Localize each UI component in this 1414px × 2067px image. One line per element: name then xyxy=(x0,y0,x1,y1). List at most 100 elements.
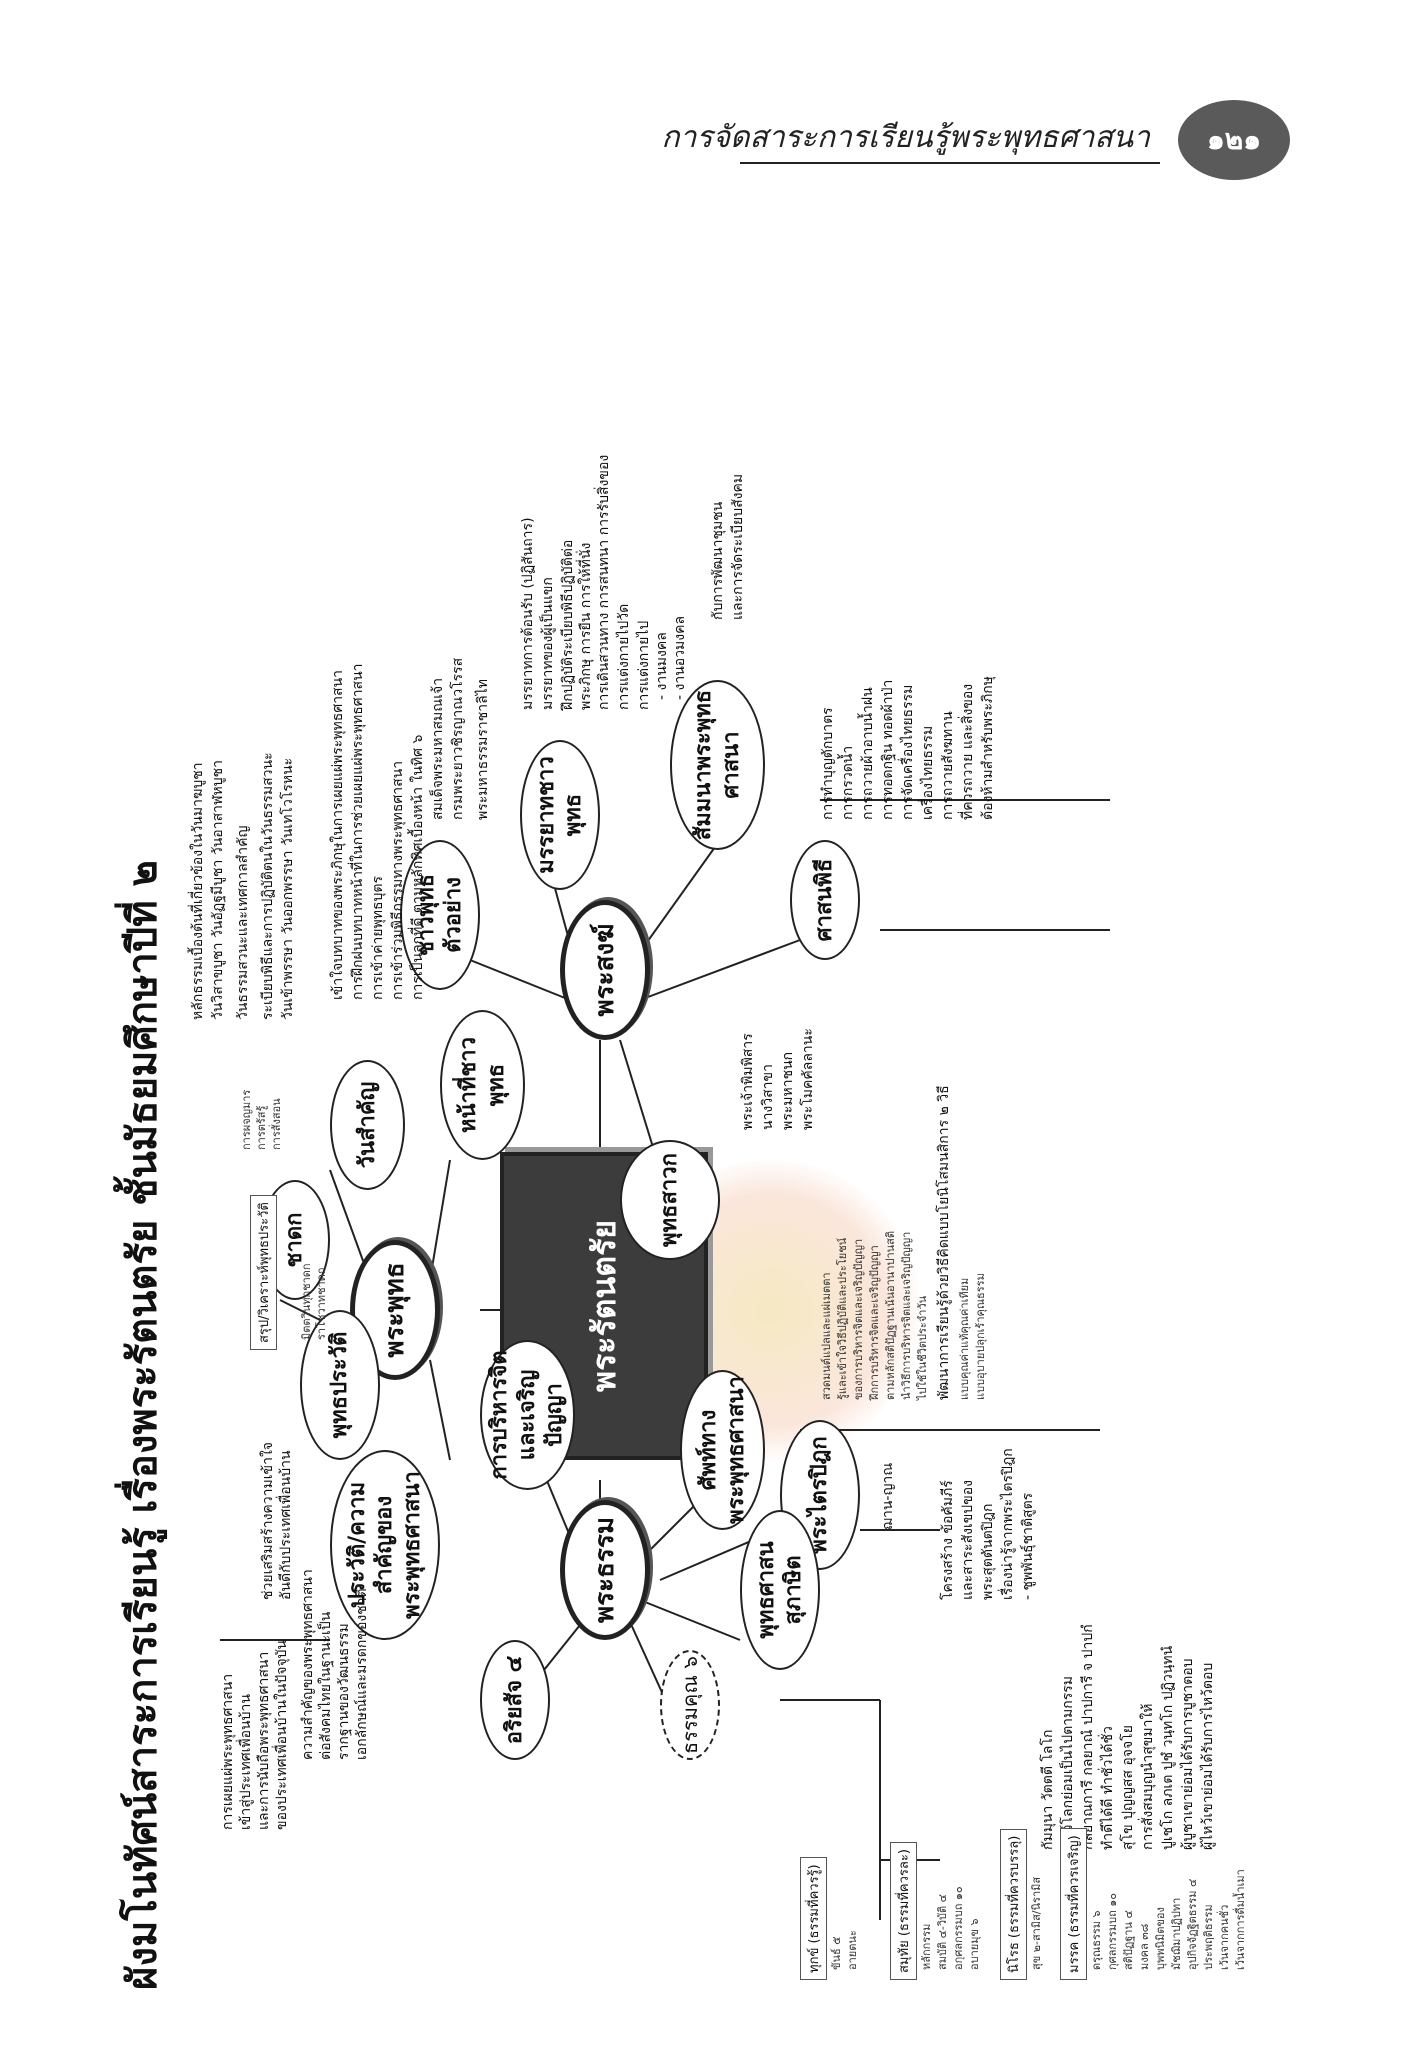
truth-item: สมบัติ ๔-วิบัติ ๔ xyxy=(936,1893,949,1970)
history-item: อันดีกับประเทศเพื่อนบ้าน xyxy=(278,1450,294,1600)
tipitaka-item: - ชูพพันธุ์ชาติสูตร xyxy=(1020,1492,1036,1600)
dhamma-qualities-node: ธรรมคุณ ๖ xyxy=(660,1650,720,1760)
rituals-node: ศาสนพิธี xyxy=(790,840,860,960)
page-header: การจัดสาระการเรียนรู้พระพุทธศาสนา ๑๒๑ xyxy=(661,100,1300,190)
truth-item: กุศลกรรมบถ ๑๐ xyxy=(1106,1893,1119,1970)
duty-item: การเข้าร่วมพิธีกรรมทางพระพุทธศาสนา xyxy=(390,760,406,1000)
buddhist-manners-node: มรรยาทชาวพุทธ xyxy=(520,740,600,890)
manners-item: - งานอวมงคล xyxy=(672,615,688,700)
biography-item: การตรัสรู้ xyxy=(255,1105,268,1150)
meditation-item: สวดมนต์แปลและแผ่เมตตา xyxy=(820,1272,833,1400)
buddhist-seminar-node: สัมมนาพระพุทธศาสนา xyxy=(670,680,765,850)
truth-item: ขันธ์ ๕ xyxy=(830,1936,843,1970)
holiday-item: ระเบียบพิธีและการปฏิบัติตนในวันธรรมสวนะ xyxy=(260,752,276,1020)
meditation-item: ตามหลักสติปัฏฐานเน้นอานาปานสติ xyxy=(884,1230,897,1400)
header-rule xyxy=(740,162,1160,164)
history-item: เอกลักษณ์และมรดกของชาติ xyxy=(354,1588,370,1760)
meditation-item: แบบคุณค่าแท้คุณค่าเทียม xyxy=(958,1277,971,1400)
ceremony-item: เครื่องไทยธรรม xyxy=(920,725,936,820)
history-item: เข้าสู่ประเทศเพื่อนบ้าน xyxy=(238,1694,254,1830)
duty-item: การเข้าค่ายพุทธบุตร xyxy=(370,875,386,1000)
proverb-item: กัมมุนา วัตตตี โลโก xyxy=(1040,1729,1056,1851)
jataka-item: มิตตวินทุกชาดก xyxy=(300,1263,313,1340)
biography-item: การสั่งสอน xyxy=(270,1098,283,1150)
ceremony-item: การกรวดน้ำ xyxy=(840,745,856,820)
dhamma-node: พระธรรม xyxy=(560,1500,650,1640)
truth-item: เว้นจากการดื่มน้ำเมา xyxy=(1234,1869,1247,1970)
disciple-item: พระโมคคัลลานะ xyxy=(800,1028,816,1130)
ceremony-item: การจัดเครื่องไทยธรรม xyxy=(900,684,916,820)
disciple-item: นางวิสาขา xyxy=(760,1064,776,1130)
example-item: กรมพระยาวชิรญาณวโรรส xyxy=(450,657,466,820)
vocab-item: ฌาน-ญาณ xyxy=(880,1462,896,1530)
meditation-node: การบริหารจิตและเจริญปัญญา xyxy=(480,1340,575,1490)
truth-item: อุปกิจจัฏฐิตธรรม ๔ xyxy=(1186,1878,1199,1970)
example-item: พระมหาธรรมราชาลิไท xyxy=(475,679,491,820)
truth-item: อบายมุข ๖ xyxy=(968,1918,981,1970)
truth-path-box: มรรค (ธรรมที่ควรเจริญ) xyxy=(1060,1828,1087,1980)
holiday-item: หลักธรรมเบื้องต้นที่เกี่ยวข้องในวันมาฆบู… xyxy=(190,762,206,1020)
example-item: สมเด็จพระมหาสมณเจ้า xyxy=(430,677,446,820)
proverb-item: กลยาณการี กลยาณํ ปาปการี จ ปาปกํ xyxy=(1080,1624,1096,1850)
history-item: การเผยแผ่พระพุทธศาสนา xyxy=(220,1673,236,1830)
holiday-item: วันธรรมสวนะและเทศกาลสำคัญ xyxy=(235,825,251,1020)
manners-item: - งานมงคล xyxy=(654,632,670,700)
duty-item: การฝึกฝนบทบาทหน้าที่ในการช่วยเผยแผ่พระพุ… xyxy=(350,663,366,1000)
sangha-node: พระสงฆ์ xyxy=(560,900,650,1040)
jataka-item: ราโชวาทชาดก xyxy=(315,1267,328,1340)
proverb-item: การสั่งสมบุญนำสุขมาให้ xyxy=(1140,1703,1156,1850)
center-label: พระรัตนตรัย xyxy=(584,1219,623,1393)
disciples-node: พุทธสาวก xyxy=(620,1140,720,1260)
truth-item: อกุศลกรรมบถ ๑๐ xyxy=(952,1886,965,1970)
history-item: ของประเทศเพื่อนบ้านในปัจจุบัน xyxy=(274,1639,290,1830)
truth-item: บุพพนิมิตของ xyxy=(1154,1907,1167,1970)
holiday-item: วันวิสาขบูชา วันอัฏฐมีบูชา วันอาสาฬหบูชา xyxy=(210,759,226,1020)
truth-item: ประพฤติธรรม xyxy=(1202,1904,1215,1970)
truth-item: หลักกรรม xyxy=(920,1923,933,1970)
holiday-item: วันเข้าพรรษา วันออกพรรษา วันเทโวโรหนะ xyxy=(280,757,296,1020)
disciple-item: พระมหาชนก xyxy=(780,1051,796,1130)
proverb-item: สัตว์โลกย่อมเป็นไปตามกรรม xyxy=(1060,1675,1076,1850)
truth-item: เว้นจากคนชั่ว xyxy=(1218,1904,1231,1970)
header-title: การจัดสาระการเรียนรู้พระพุทธศาสนา xyxy=(661,120,1150,155)
tipitaka-item: และสาระสังเขปของ xyxy=(960,1479,976,1600)
ceremony-item: การถวายผ้าอาบน้ำฝน xyxy=(860,687,876,820)
truth-item: ดรุณธรรม ๖ xyxy=(1090,1910,1103,1970)
meditation-item: ฝึกการบริหารจิตและเจริญปัญญา xyxy=(868,1245,881,1400)
ceremony-item: การถวายสังฆทาน xyxy=(940,711,956,820)
ceremony-item: ต้องห้ามสำหรับพระภิกษุ xyxy=(980,676,996,820)
buddhist-duties-node: หน้าที่ชาวพุทธ xyxy=(440,1010,525,1160)
truth-cessation-box: นิโรธ (ธรรมที่ควรบรรลุ) xyxy=(1000,1828,1027,1980)
manners-item: มรรยาทของผู้เป็นแขก xyxy=(540,577,556,710)
concept-map: ผังมโนทัศน์สาระการเรียนรู้ เรื่องพระรัตน… xyxy=(100,200,1320,2000)
page-number: ๑๒๑ xyxy=(1206,123,1261,156)
buddhist-vocabulary-node: ศัพท์ทางพระพุทธศาสนา xyxy=(680,1370,765,1530)
ceremony-item: การทำบุญตักบาตร xyxy=(820,707,836,820)
truth-item: มงคล ๓๘ xyxy=(1138,1923,1151,1970)
truth-item: มัชฌิมาปฏิปทา xyxy=(1170,1897,1183,1970)
four-noble-truths-node: อริยสัจ ๔ xyxy=(480,1640,550,1760)
manners-item: การแต่งกายไป xyxy=(636,620,652,710)
history-item: ต่อสังคมไทยในฐานะเป็น xyxy=(318,1611,334,1760)
diagram-title: ผังมโนทัศน์สาระการเรียนรู้ เรื่องพระรัตน… xyxy=(119,860,166,1990)
manners-item: ฝึกปฏิบัติระเบียบพิธีปฏิบัติต่อ xyxy=(560,539,576,710)
manners-item: มรรยาทการต้อนรับ (ปฏิสันถาร) xyxy=(520,517,536,710)
proverbs-node: พุทธศาสนสุภาษิต xyxy=(740,1510,820,1670)
meditation-item: นำวิธีการบริหารจิตและเจริญปัญญา xyxy=(900,1231,913,1400)
tipitaka-item: เรื่องน่ารู้จากพระไตรปิฎก xyxy=(1000,1448,1016,1600)
ceremony-item: ที่ควรถวาย และสิ่งของ xyxy=(960,683,976,820)
page-number-badge: ๑๒๑ xyxy=(1178,100,1290,180)
manners-item: การเดินสวนทาง การสนทนา การรับสิ่งของ xyxy=(596,454,612,710)
tipitaka-item: พระสุตตันตปิฎก xyxy=(980,1503,996,1600)
meditation-item: ไปใช้ในชีวิตประจำวัน xyxy=(916,1295,929,1400)
duty-item: เข้าใจบทบาทของพระภิกษุในการเผยแผ่พระพุทธ… xyxy=(330,669,346,1000)
biography-box: สรุป/วิเคราะห์พุทธประวัติ xyxy=(250,1195,277,1350)
truth-item: สุข ๒-สามิส/นิรามิส xyxy=(1030,1876,1043,1970)
proverb-item: ปูเชโก ลภเต ปูชํ วนฺทโก ปฏิวนฺทนํ xyxy=(1160,1645,1176,1850)
truth-origin-box: สมุทัย (ธรรมที่ควรละ) xyxy=(890,1842,917,1980)
disciple-item: พระเจ้าพิมพิสาร xyxy=(740,1033,756,1130)
truth-item: อายตนะ xyxy=(846,1930,859,1970)
meditation-item: พัฒนาการเรียนรู้ด้วยวิธีคิดแบบโยนิโสมนสิ… xyxy=(936,1085,952,1400)
history-item: ช่วยเสริมสร้างความเข้าใจ xyxy=(260,1442,276,1600)
manners-item: การแต่งกายไปวัด xyxy=(616,603,632,710)
